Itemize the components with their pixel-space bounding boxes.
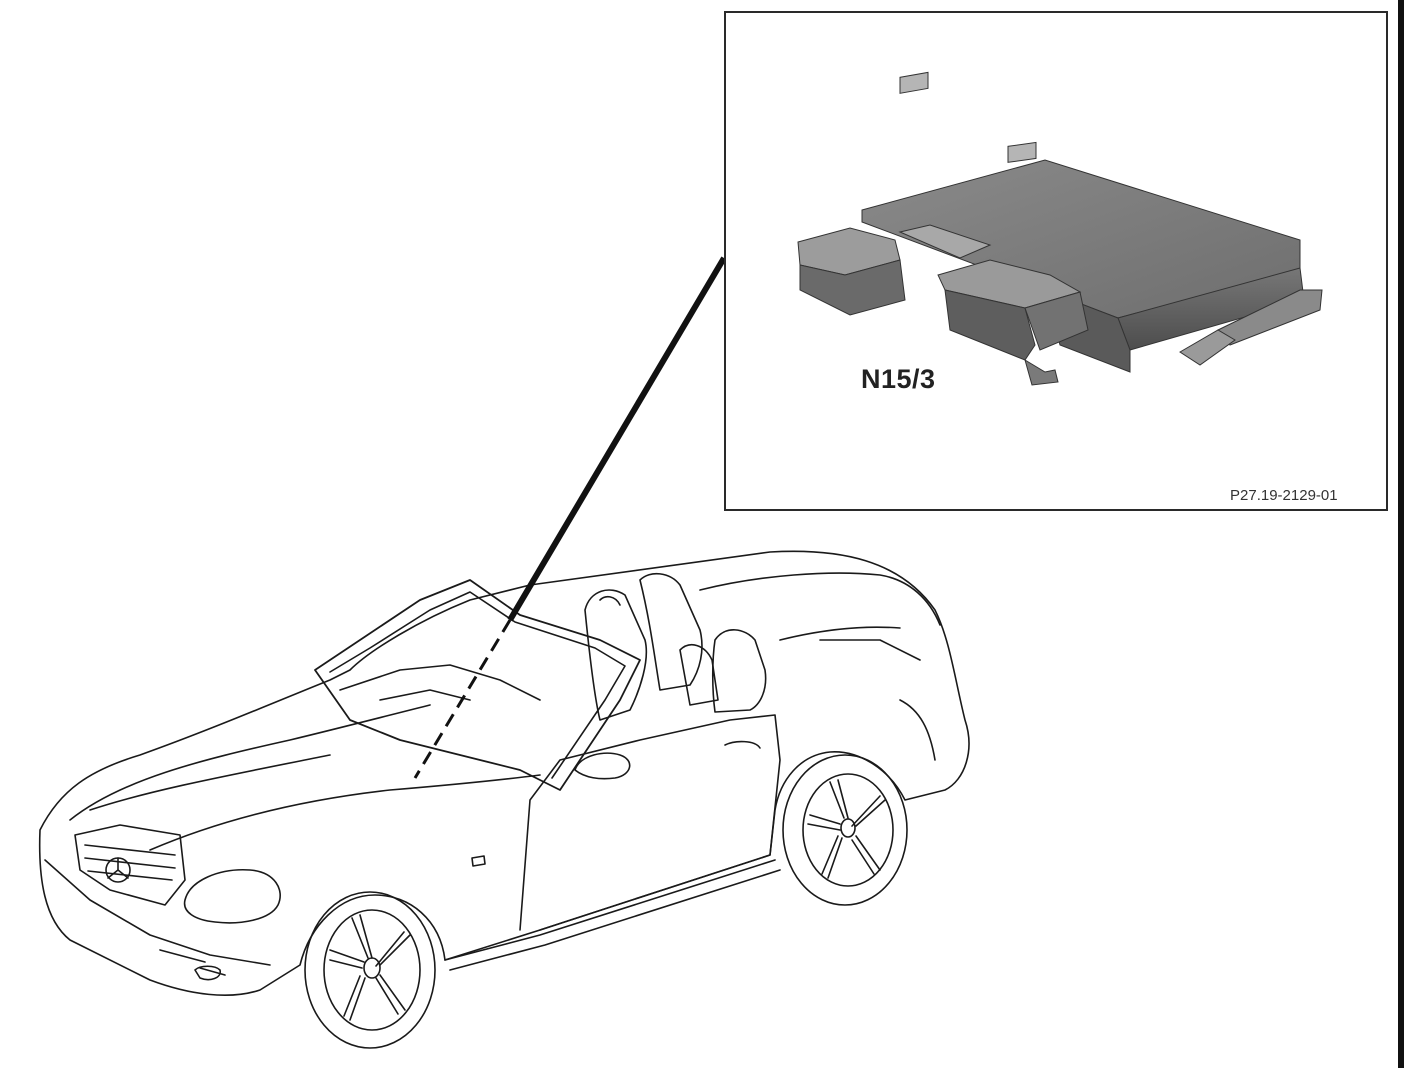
side-mirror [574,752,631,780]
part-label: N15/3 [861,364,936,394]
front-wheel [304,891,436,1049]
windshield-frame [314,579,641,791]
seat-rear-right [711,629,767,713]
rear-wheel [782,754,908,906]
car-body-outline [38,550,970,996]
front-grille [74,824,186,906]
headlight [183,869,281,924]
seat-rear-left [639,572,703,691]
page-edge-rule [1398,0,1404,1068]
figure-code: P27.19-2129-01 [1230,487,1338,504]
car-door [519,714,781,931]
seat-front [584,589,648,721]
